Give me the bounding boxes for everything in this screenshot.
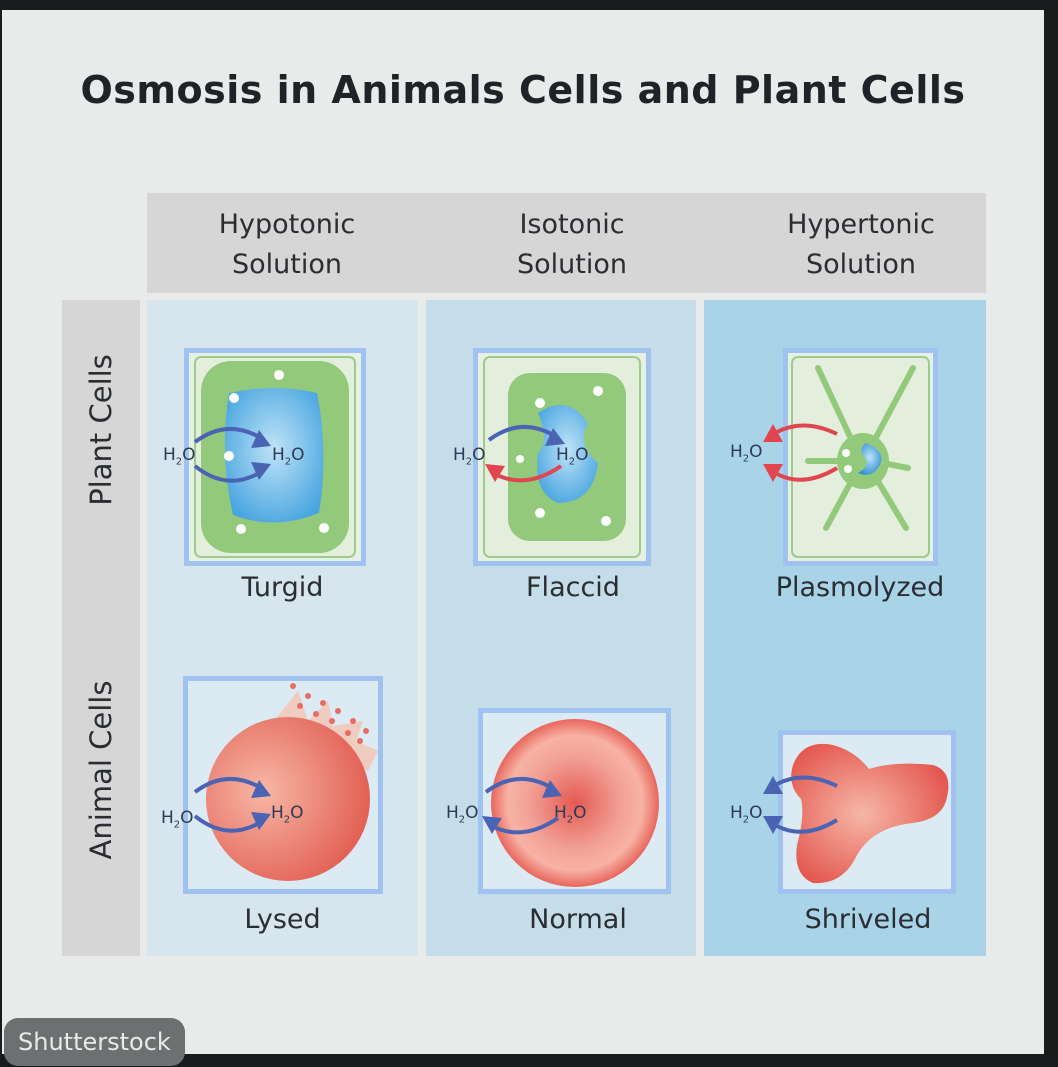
column-header-hypertonic: Hypertonic Solution <box>787 209 935 280</box>
shriveled-label: Shriveled <box>804 904 932 935</box>
row-header-plant: Plant Cells <box>84 354 118 506</box>
h2o-inside-label-flaccid: H2O <box>556 445 589 468</box>
inflow-arrows-icon <box>193 426 271 483</box>
h2o-outside-label-lysed: H2O <box>161 808 194 831</box>
h2o-inside-label-lysed: H2O <box>271 803 304 826</box>
lysed-cell-drawing <box>206 683 378 881</box>
plasmolyzed-cell-drawing <box>791 356 930 558</box>
watermark-credit: Shutterstock <box>4 1018 185 1066</box>
normal-animal-cell <box>478 708 671 894</box>
shriveled-animal-cell <box>778 730 956 894</box>
normal-label: Normal <box>529 904 627 935</box>
h2o-inside-label: H2O <box>272 445 305 468</box>
diagram-canvas: Osmosis in Animals Cells and Plant Cells… <box>2 10 1044 1054</box>
h2o-outside-label-shriveled: H2O <box>730 803 763 826</box>
outflow-arrows-icon <box>763 423 839 482</box>
plasmolyzed-plant-cell <box>783 348 938 566</box>
row-header-band: Plant Cells Animal Cells <box>62 300 140 956</box>
h2o-outside-label: H2O <box>163 445 196 468</box>
normal-cell-drawing <box>491 719 659 887</box>
balanced-arrows-icon <box>485 424 565 483</box>
shriveled-cell-drawing <box>791 743 949 884</box>
balanced-arrows-icon-normal <box>482 776 562 835</box>
hypotonic-column: H2O H2O Turgid <box>147 300 418 956</box>
h2o-outside-label-plasmolyzed: H2O <box>730 442 763 465</box>
h2o-outside-label-normal: H2O <box>446 803 479 826</box>
turgid-plant-cell <box>184 348 366 566</box>
column-header-band: Hypotonic Solution Isotonic Solution Hyp… <box>147 193 986 293</box>
column-header-isotonic: Isotonic Solution <box>517 209 627 280</box>
isotonic-column: H2O H2O Flaccid H2O H2O Normal <box>426 300 696 956</box>
diagram-title: Osmosis in Animals Cells and Plant Cells <box>80 68 966 112</box>
row-header-animal: Animal Cells <box>84 680 118 860</box>
inflow-arrows-icon-lysed <box>193 776 271 833</box>
h2o-outside-label-flaccid: H2O <box>453 445 486 468</box>
column-header-hypotonic: Hypotonic Solution <box>218 209 356 280</box>
plasmolyzed-label: Plasmolyzed <box>775 572 945 603</box>
lysed-label: Lysed <box>244 904 321 935</box>
turgid-label: Turgid <box>241 572 324 603</box>
hypertonic-column: H2O Plasmolyzed H2O Shriveled <box>704 300 986 956</box>
flaccid-label: Flaccid <box>526 572 620 603</box>
outflow-arrows-icon-shriveled <box>763 775 839 834</box>
lysed-animal-cell <box>183 676 383 894</box>
turgid-cell-drawing <box>194 356 356 558</box>
